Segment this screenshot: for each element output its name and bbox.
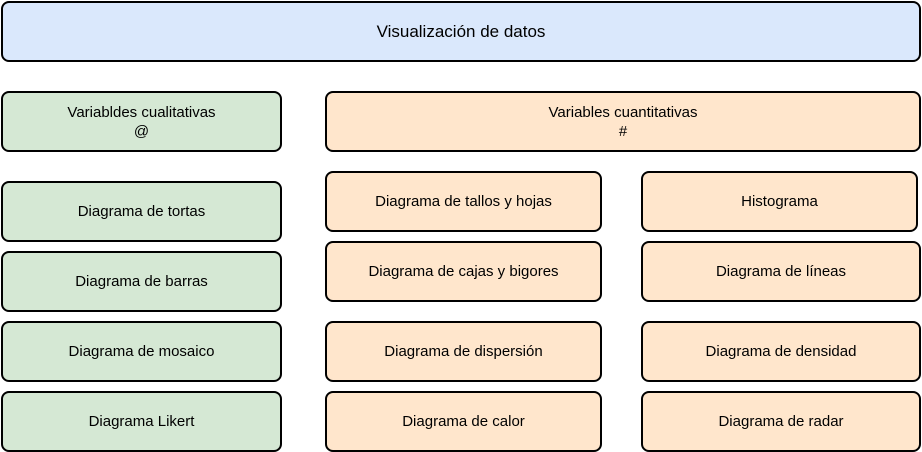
quantitative-item-heatmap: Diagrama de calor	[325, 391, 602, 452]
qualitative-item-bar: Diagrama de barras	[1, 251, 282, 312]
quantitative-item-label: Diagrama de dispersión	[384, 343, 543, 360]
qualitative-item-label: Diagrama de tortas	[77, 203, 206, 220]
quantitative-item-label: Diagrama de tallos y hojas	[375, 193, 552, 210]
quantitative-header-box: Variables cuantitativas #	[325, 91, 921, 152]
qualitative-item-label: Diagrama de barras	[75, 273, 208, 290]
quantitative-item-histogram: Histograma	[641, 171, 918, 232]
quantitative-header-line2: #	[618, 122, 628, 140]
qualitative-item-mosaic: Diagrama de mosaico	[1, 321, 282, 382]
quantitative-item-label: Diagrama de calor	[402, 413, 525, 430]
title-box: Visualización de datos	[1, 1, 921, 62]
quantitative-item-density: Diagrama de densidad	[641, 321, 921, 382]
qualitative-item-label: Diagrama de mosaico	[68, 343, 215, 360]
title-label: Visualización de datos	[376, 22, 546, 41]
quantitative-item-boxplot: Diagrama de cajas y bigores	[325, 241, 602, 302]
quantitative-item-radar: Diagrama de radar	[641, 391, 921, 452]
qualitative-item-label: Diagrama Likert	[88, 413, 195, 430]
quantitative-item-label: Diagrama de radar	[718, 413, 844, 430]
quantitative-header-line1: Variables cuantitativas	[548, 103, 698, 121]
quantitative-item-label: Histograma	[741, 193, 818, 210]
qualitative-item-likert: Diagrama Likert	[1, 391, 282, 452]
quantitative-item-label: Diagrama de líneas	[715, 263, 847, 280]
qualitative-header-box: Variabldes cualitativas @	[1, 91, 282, 152]
quantitative-item-label: Diagrama de densidad	[705, 343, 857, 360]
quantitative-item-scatter: Diagrama de dispersión	[325, 321, 602, 382]
quantitative-item-stem-leaf: Diagrama de tallos y hojas	[325, 171, 602, 232]
quantitative-item-label: Diagrama de cajas y bigores	[368, 263, 559, 280]
qualitative-header-line1: Variabldes cualitativas	[67, 103, 216, 121]
qualitative-header-line2: @	[133, 122, 150, 140]
qualitative-item-pie: Diagrama de tortas	[1, 181, 282, 242]
quantitative-item-line: Diagrama de líneas	[641, 241, 921, 302]
